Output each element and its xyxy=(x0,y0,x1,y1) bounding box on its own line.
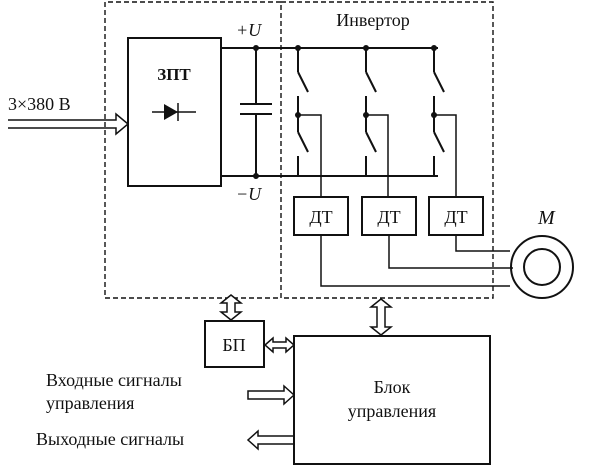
output-signals: Выходные сигналы xyxy=(36,429,295,451)
dc-plus-label: +U xyxy=(236,20,262,40)
rectifier-block: ЗПТ xyxy=(127,37,222,187)
inverter-label: Инвертор xyxy=(336,10,409,30)
current-sensor-label: ДТ xyxy=(377,207,400,227)
input-arrow xyxy=(8,112,130,136)
input-signals-arrow xyxy=(247,384,296,406)
diode-icon xyxy=(152,103,196,121)
input-signals: Входные сигналы управления xyxy=(46,370,296,413)
capacitor-icon xyxy=(240,48,272,176)
dc-minus-label: −U xyxy=(236,184,262,204)
output-signals-label: Выходные сигналы xyxy=(36,429,184,449)
bidirectional-arrow-icon xyxy=(263,336,296,354)
control-unit-block: Блок управления xyxy=(293,335,491,465)
power-supply-block: БП xyxy=(204,320,265,368)
control-unit-line1: Блок xyxy=(374,377,411,397)
current-sensor-3: ДТ xyxy=(428,196,484,236)
current-sensor-label: ДТ xyxy=(309,207,332,227)
current-sensor-2: ДТ xyxy=(361,196,417,236)
rectifier-label: ЗПТ xyxy=(157,65,191,84)
motor-icon: M xyxy=(510,207,574,299)
input-voltage-label: 3×380 В xyxy=(8,94,71,114)
bidirectional-arrow-icon xyxy=(368,298,394,336)
converter-enclosure xyxy=(104,1,494,299)
bidirectional-arrow-icon xyxy=(218,294,244,321)
inverter-leg-1 xyxy=(295,45,322,197)
input-signals-line1: Входные сигналы xyxy=(46,370,182,390)
power-supply-label: БП xyxy=(222,335,245,355)
control-unit-line2: управления xyxy=(348,401,436,421)
mains-input: 3×380 В xyxy=(8,94,130,136)
input-signals-line2: управления xyxy=(46,393,134,413)
inverter-leg-2 xyxy=(363,45,389,197)
inverter-leg-3 xyxy=(431,45,457,197)
motor-label: M xyxy=(537,207,556,229)
current-sensor-1: ДТ xyxy=(293,196,349,236)
current-sensor-label: ДТ xyxy=(444,207,467,227)
output-signals-arrow xyxy=(246,429,295,451)
dc-bus: +U −U xyxy=(221,20,438,204)
motor-phase-wires xyxy=(320,235,513,287)
